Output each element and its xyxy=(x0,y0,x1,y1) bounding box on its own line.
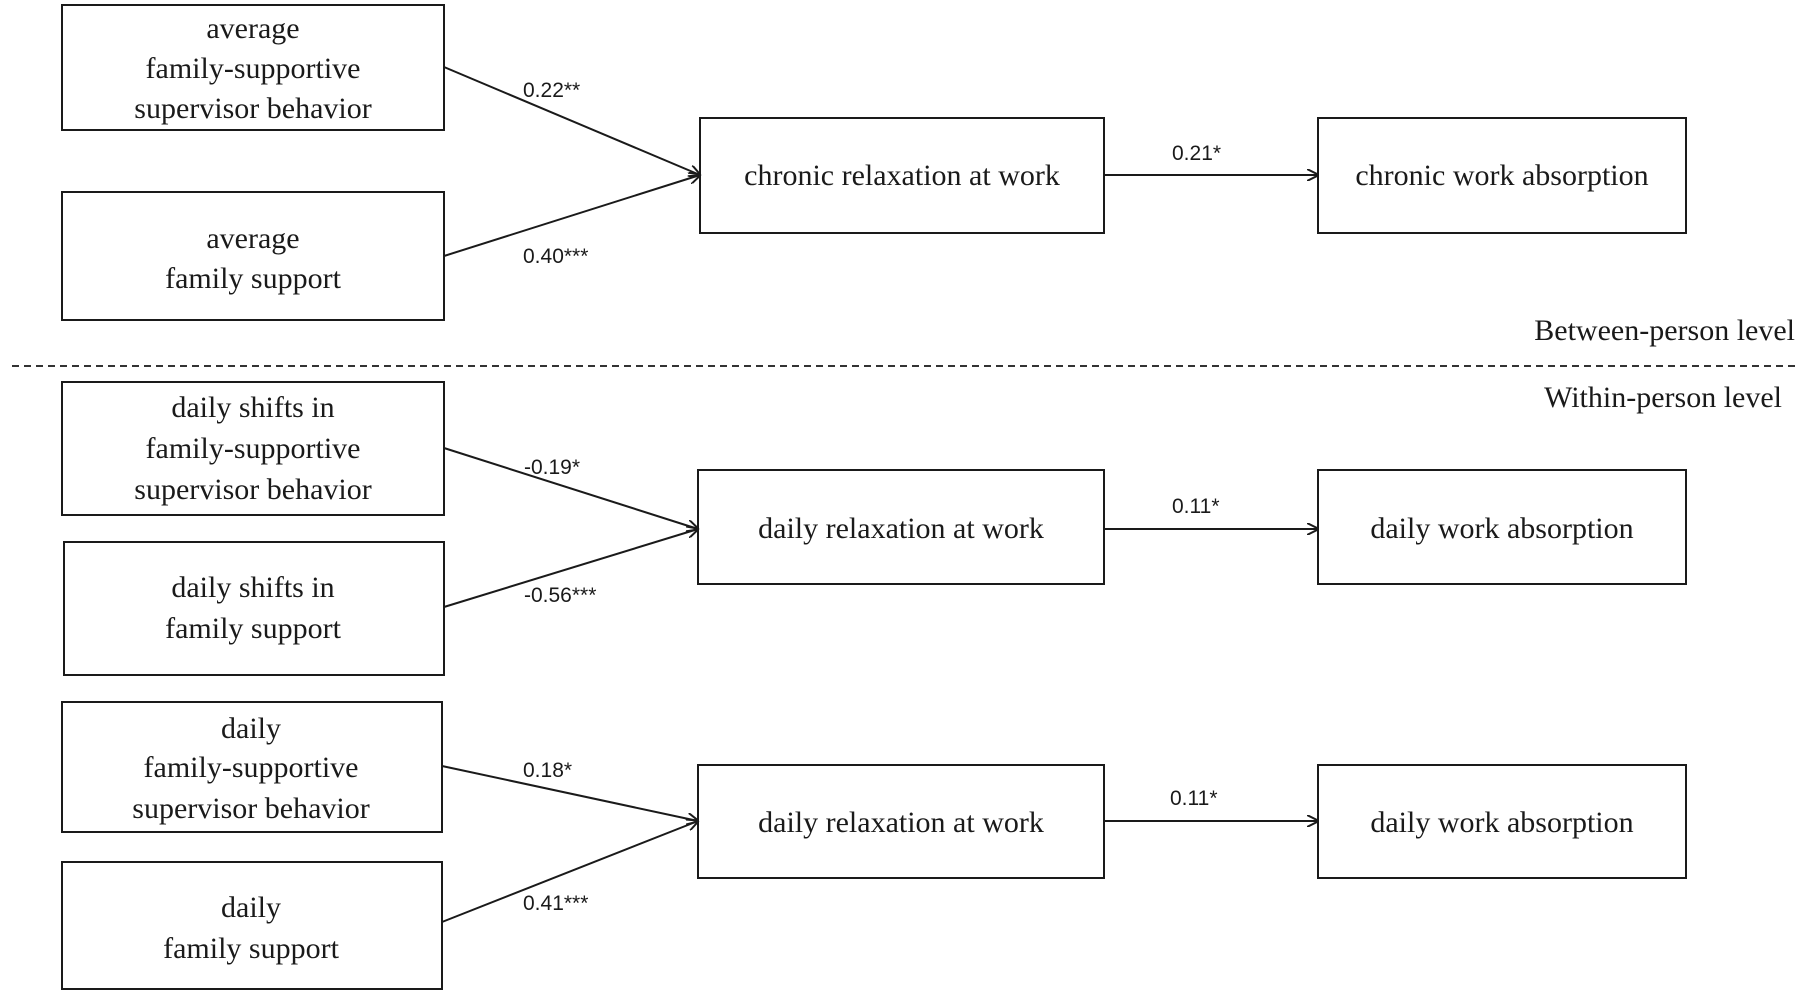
box-line: average xyxy=(206,222,299,255)
path-coefficient: 0.22** xyxy=(523,79,580,102)
box-average-family-support: average family support xyxy=(61,191,445,321)
path-coefficient: 0.40*** xyxy=(523,245,588,268)
box-average-fssb: average family-supportive supervisor beh… xyxy=(61,4,445,131)
between-person-panel: average family-supportive supervisor beh… xyxy=(61,4,1687,321)
path-coefficient: -0.19* xyxy=(524,456,580,479)
path-arrow xyxy=(443,66,700,175)
box-line: chronic relaxation at work xyxy=(744,159,1060,192)
box-line: family support xyxy=(165,612,341,645)
path-coefficient: 0.41*** xyxy=(523,892,588,915)
path-arrow xyxy=(441,821,698,923)
path-coefficient: 0.18* xyxy=(523,759,572,782)
path-arrow xyxy=(441,765,698,821)
box-line: daily shifts in xyxy=(171,391,334,424)
box-daily-relaxation-bottom: daily relaxation at work xyxy=(697,764,1105,879)
box-daily-shifts-fssb: daily shifts in family-supportive superv… xyxy=(61,381,445,516)
box-daily-work-absorption-bottom: daily work absorption xyxy=(1317,764,1687,879)
within-person-label: Within-person level xyxy=(1544,381,1782,414)
box-line: daily shifts in xyxy=(171,571,334,604)
box-line: daily work absorption xyxy=(1370,512,1633,545)
box-chronic-work-absorption: chronic work absorption xyxy=(1317,117,1687,234)
box-chronic-relaxation: chronic relaxation at work xyxy=(699,117,1105,234)
path-arrow xyxy=(443,447,698,529)
path-coefficient: -0.56*** xyxy=(524,584,596,607)
between-person-label: Between-person level xyxy=(1534,314,1795,347)
box-line: daily relaxation at work xyxy=(758,806,1044,839)
box-line: family-supportive xyxy=(146,432,361,465)
box-line: supervisor behavior xyxy=(134,92,371,125)
box-line: average xyxy=(206,12,299,45)
box-daily-family-support: daily family support xyxy=(61,861,443,990)
box-daily-work-absorption-mid: daily work absorption xyxy=(1317,469,1687,585)
path-arrow xyxy=(443,529,698,608)
path-coefficient: 0.11* xyxy=(1172,495,1220,518)
box-daily-relaxation-mid: daily relaxation at work xyxy=(697,469,1105,585)
path-coefficient: 0.21* xyxy=(1172,142,1221,165)
box-line: daily work absorption xyxy=(1370,806,1633,839)
box-line: chronic work absorption xyxy=(1355,159,1648,192)
path-coefficient: 0.11* xyxy=(1170,787,1218,810)
box-daily-shifts-family-support: daily shifts in family support xyxy=(63,541,445,676)
box-line: daily xyxy=(221,891,281,924)
path-arrow xyxy=(443,175,700,257)
box-line: supervisor behavior xyxy=(134,473,371,506)
box-line: family-supportive xyxy=(144,751,359,784)
box-daily-fssb: daily family-supportive supervisor behav… xyxy=(61,701,443,833)
box-line: daily relaxation at work xyxy=(758,512,1044,545)
box-line: family support xyxy=(165,262,341,295)
within-shifts-panel: daily shifts in family-supportive superv… xyxy=(61,381,1687,676)
box-line: family-supportive xyxy=(146,52,361,85)
within-daily-panel: daily family-supportive supervisor behav… xyxy=(61,701,1687,990)
box-line: supervisor behavior xyxy=(132,792,369,825)
box-line: family support xyxy=(163,932,339,965)
box-line: daily xyxy=(221,712,281,745)
